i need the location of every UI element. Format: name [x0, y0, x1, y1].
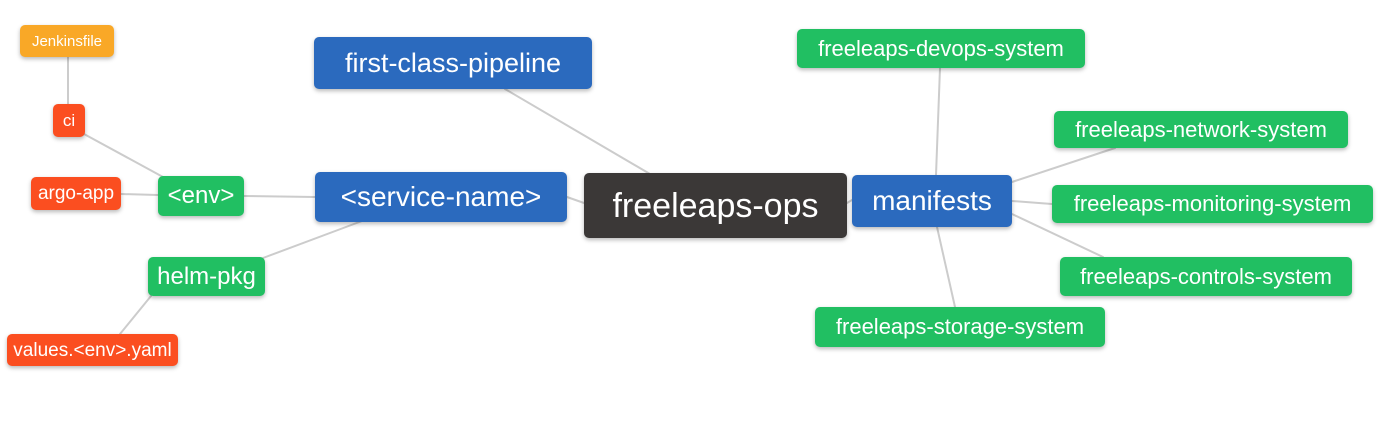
node-label: <service-name>	[340, 181, 542, 212]
node-env[interactable]: <env>	[158, 176, 244, 216]
node-helm-pkg[interactable]: helm-pkg	[148, 257, 265, 296]
edge-first-class-pipeline-to-freeleaps-ops	[504, 88, 651, 175]
node-label: freeleaps-monitoring-system	[1073, 191, 1352, 216]
node-label: <env>	[167, 182, 235, 209]
node-ci[interactable]: ci	[53, 104, 85, 137]
node-freeleaps-network-system[interactable]: freeleaps-network-system	[1054, 111, 1348, 148]
node-freeleaps-devops-system[interactable]: freeleaps-devops-system	[797, 29, 1085, 68]
edge-manifests-to-freeleaps-monitoring-system	[1011, 200, 1053, 205]
node-freeleaps-controls-system[interactable]: freeleaps-controls-system	[1060, 257, 1352, 296]
edge-argo-app-to-env	[120, 193, 159, 196]
node-freeleaps-storage-system[interactable]: freeleaps-storage-system	[815, 307, 1105, 347]
node-label: argo-app	[37, 183, 115, 204]
node-label: freeleaps-storage-system	[835, 314, 1085, 339]
node-label: ci	[62, 111, 76, 130]
edge-env-to-service-name	[243, 195, 316, 198]
node-jenkinsfile[interactable]: Jenkinsfile	[20, 25, 114, 57]
node-freeleaps-monitoring-system[interactable]: freeleaps-monitoring-system	[1052, 185, 1373, 223]
node-label: freeleaps-devops-system	[818, 35, 1064, 61]
node-label: Jenkinsfile	[31, 32, 103, 50]
node-label: freeleaps-network-system	[1075, 116, 1327, 142]
node-service-name[interactable]: <service-name>	[315, 172, 567, 222]
node-label: freeleaps-controls-system	[1080, 263, 1332, 289]
node-first-class-pipeline[interactable]: first-class-pipeline	[314, 37, 592, 89]
node-freeleaps-ops[interactable]: freeleaps-ops	[584, 173, 847, 238]
node-label: values.<env>.yaml	[13, 339, 172, 361]
edge-manifests-to-freeleaps-devops-system	[935, 67, 941, 176]
edge-ci-to-env	[83, 133, 164, 178]
node-manifests[interactable]: manifests	[852, 175, 1012, 227]
node-label: helm-pkg	[157, 262, 256, 290]
node-values-env-yaml[interactable]: values.<env>.yaml	[7, 334, 178, 366]
edge-manifests-to-freeleaps-storage-system	[936, 226, 956, 308]
node-argo-app[interactable]: argo-app	[31, 177, 121, 210]
node-label: manifests	[872, 185, 992, 216]
edge-service-name-to-freeleaps-ops	[566, 196, 585, 204]
edge-values-env-yaml-to-helm-pkg	[119, 295, 152, 335]
node-label: freeleaps-ops	[612, 186, 819, 225]
edge-helm-pkg-to-service-name	[262, 220, 363, 259]
edge-manifests-to-freeleaps-network-system	[1011, 147, 1116, 183]
node-label: first-class-pipeline	[344, 47, 562, 78]
